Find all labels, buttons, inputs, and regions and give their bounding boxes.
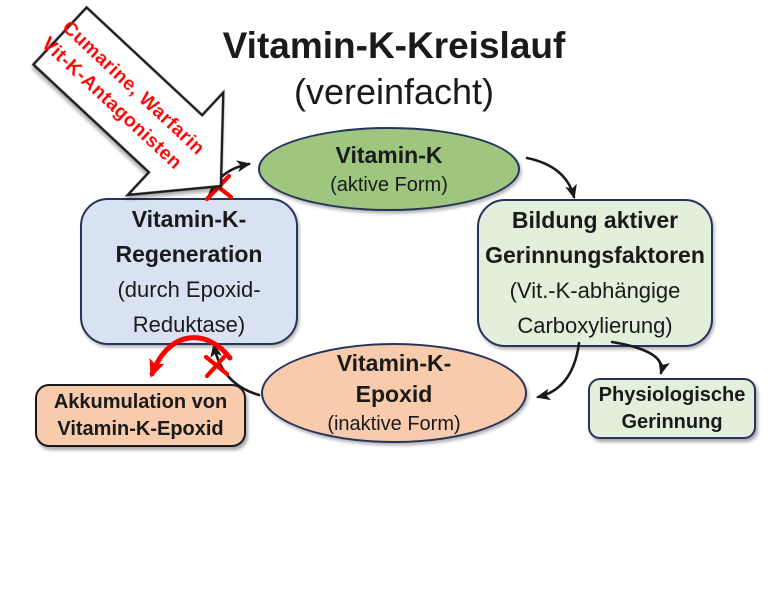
faktoren-sub-line2: Carboxylierung) [517, 313, 673, 338]
akkumulation-line2: Vitamin-K-Epoxid [57, 417, 224, 440]
x-stroke [203, 354, 230, 377]
akkumulation-line1: Akkumulation von [53, 390, 228, 413]
inhibition-x-top-icon [203, 173, 234, 202]
vitamin-k-form-label: (aktive Form) [330, 173, 448, 196]
faktoren-sub-line1: (Vit.-K-abhängige [509, 278, 681, 303]
inhibition-x-bottom-icon [203, 353, 230, 379]
epoxid-label-line1: Vitamin-K- [336, 350, 452, 376]
epoxid-form-label: (inaktive Form) [327, 413, 461, 435]
arrow-regeneration-to-vitamink [206, 160, 251, 201]
epoxid-label-line2: Epoxid [355, 381, 433, 407]
regeneration-title-line1: Vitamin-K- [131, 205, 247, 232]
node-physiologische-gerinnung: Physiologische Gerinnung [588, 378, 756, 439]
vitamin-k-label: Vitamin-K [335, 141, 443, 168]
regeneration-title-line2: Regeneration [115, 240, 263, 267]
regeneration-sub-line1: (durch Epoxid- [117, 276, 261, 302]
x-stroke [204, 353, 228, 379]
physiologische-line2: Gerinnung [621, 410, 723, 433]
node-vitamin-k-active: Vitamin-K (aktive Form) [258, 127, 520, 211]
diagram-subtitle: (vereinfacht) [293, 71, 495, 113]
page-title: Vitamin-K-Kreislauf (vereinfacht) [10, 22, 768, 113]
faktoren-title-line1: Bildung aktiver [511, 207, 679, 233]
physiologische-line1: Physiologische [598, 383, 746, 406]
node-akkumulation: Akkumulation von Vitamin-K-Epoxid [35, 384, 246, 447]
x-stroke [204, 173, 232, 202]
node-vitamin-k-regeneration: Vitamin-K- Regeneration (durch Epoxid- R… [80, 198, 298, 345]
x-stroke [203, 174, 234, 200]
arrow-faktoren-to-epoxid [536, 341, 581, 401]
node-gerinnungsfaktoren: Bildung aktiver Gerinnungsfaktoren (Vit.… [477, 199, 713, 347]
node-vitamin-k-epoxid: Vitamin-K- Epoxid (inaktive Form) [261, 343, 527, 443]
diagram-title: Vitamin-K-Kreislauf [222, 25, 566, 66]
faktoren-title-line2: Gerinnungsfaktoren [485, 242, 705, 268]
arrow-vitamink-to-faktoren [525, 156, 577, 199]
regeneration-sub-line2: Reduktase) [132, 311, 246, 337]
